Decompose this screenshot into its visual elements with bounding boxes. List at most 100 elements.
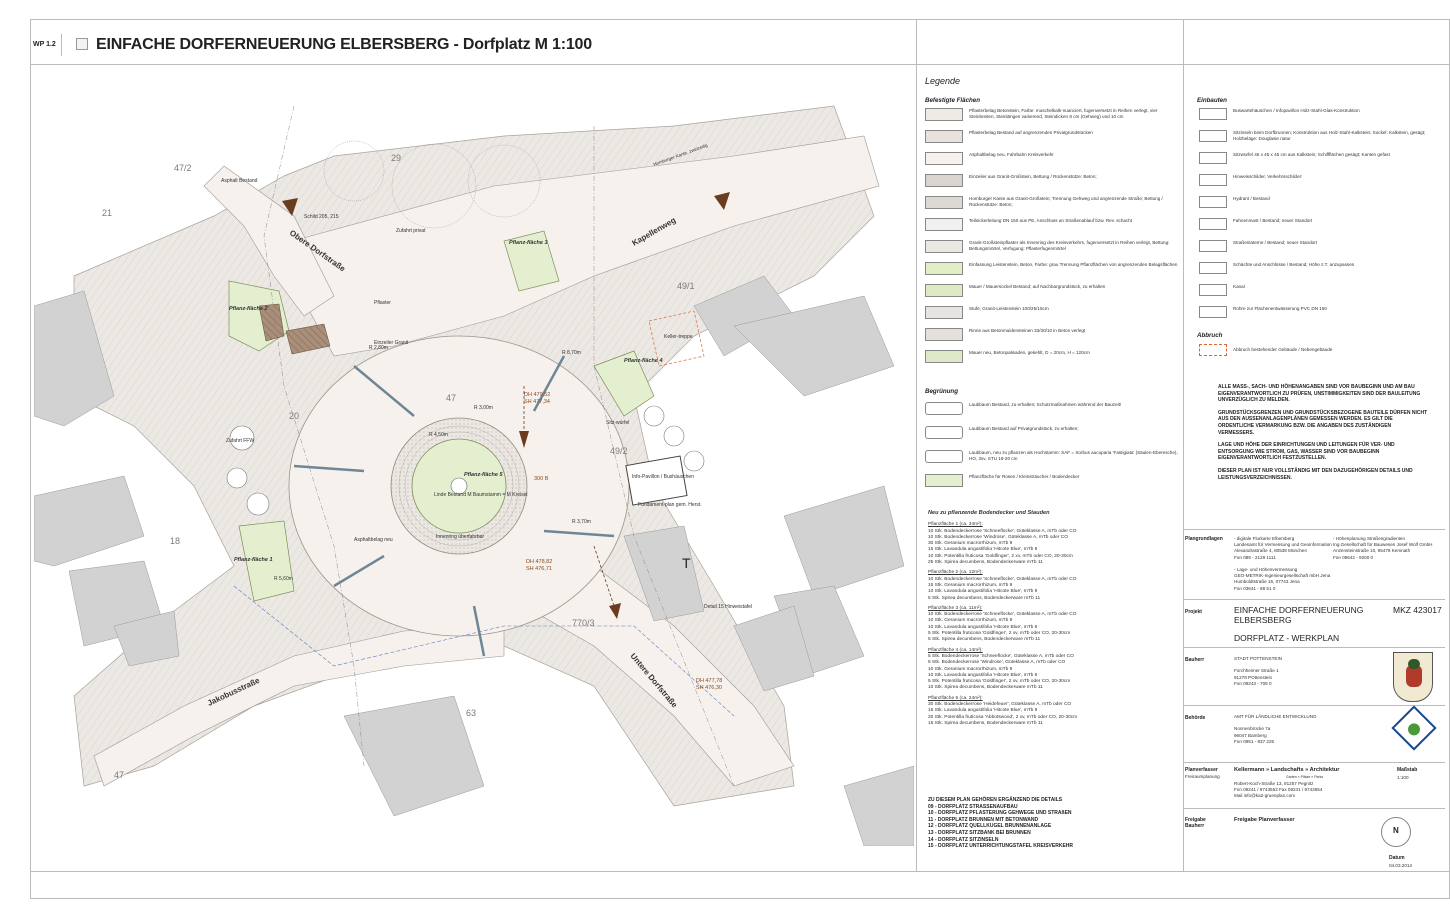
planting-item: 30 Stk. Geranium macrorrhizum, mTb 9 [928, 541, 1013, 547]
tb-line: Ing.Gesellschaft für Bauwesen Josef Wolf… [1333, 542, 1433, 548]
plan-note: Keller-treppe [664, 334, 693, 340]
legend-swatch [1199, 108, 1227, 120]
planting-item: 5 Stk. Spirea decumbens, Bodendeckerware… [928, 637, 1041, 643]
tb-line: Anzensteinstraße 10, 95478 Kemnath [1333, 548, 1411, 554]
planting-item: 5 Stk. Potentilla fruticosa 'Goldfinger'… [928, 679, 1071, 685]
plan-note: Linde Bestand M Baumstamm = M Kreisel [434, 492, 528, 498]
legend-swatch [925, 130, 963, 143]
plan-note: R 2,80m [369, 345, 388, 351]
title-checkbox[interactable] [76, 38, 88, 50]
parcel-label: 47 [114, 770, 124, 780]
note: DIESER PLAN IST NUR VOLLSTÄNDIG MIT DEN … [1218, 467, 1413, 481]
tb-line: Fon 03641 - 88 51 0 [1234, 585, 1276, 591]
detail-line: 10 - DORFPLATZ PFLASTERUNG GEHWEGE UND S… [928, 810, 1072, 817]
planting-item: 5 Stk. Spirea decumbens, Bodendeckerware… [928, 595, 1041, 601]
tb-projekt: Projekt EINFACHE DORFERNEUERUNG ELBERSBE… [1183, 599, 1445, 647]
legend-swatch [925, 240, 963, 253]
tb-label: Plangrundlagen [1185, 536, 1223, 542]
planting-item: 10 Stk. Bodendeckerrose 'Schneeflocke', … [928, 576, 1077, 582]
height-label: DH 477,78 [696, 678, 722, 684]
parcel-label: 49/2 [610, 446, 628, 456]
legend-swatch [1199, 218, 1227, 230]
city-crest [1393, 652, 1433, 702]
planting-item: 15 Stk. Geranium macrorrhizum, mTb 9 [928, 582, 1013, 588]
planting-item: 10 Stk. Geranium macrorrhizum, mTb 9 [928, 666, 1013, 672]
tb-line: 96047 Bamberg [1234, 732, 1267, 738]
height-label: 300 B [534, 476, 549, 482]
detail-line: ZU DIESEM PLAN GEHÖREN ERGÄNZEND DIE DET… [928, 797, 1063, 803]
bed-label: Pflanz-fläche 5 [464, 472, 503, 478]
tb-label: Projekt [1185, 609, 1202, 615]
tb-line: AMT FÜR LÄNDLICHE ENTWICKLUNG [1234, 714, 1317, 719]
datum-value: 04.03.2014 [1389, 863, 1412, 868]
legend-swatch [1199, 196, 1227, 208]
legend-swatch [925, 474, 963, 487]
legend-swatch [925, 174, 963, 187]
planting-item: 10 Stk. Lavandula angustifolia 'Hitcote … [928, 589, 1038, 595]
tb-line: Alexandrastraße 4, 80538 München [1234, 548, 1308, 554]
datum-label: Datum [1389, 855, 1405, 861]
legend-text: Laubbaum, neu zu pflanzen als Hochstamm:… [969, 450, 1178, 461]
note: LAGE UND HÖHE DER EINRICHTUNGEN UND LEIT… [1218, 442, 1395, 462]
linden-tree [450, 477, 468, 495]
tb-line: Fon 09243 - 708 0 [1234, 680, 1272, 686]
notes-block: ALLE MASS-, SACH- UND HÖHENANGABEN SIND … [1218, 384, 1428, 487]
plan-note: Sitz-würfel [606, 420, 629, 426]
height-label: SH 476,30 [696, 685, 722, 691]
planting-item: 10 Stk. Bodendeckerrose 'Schneeflocke', … [928, 528, 1077, 534]
tb-line: Nonnenbrücke 7a [1234, 726, 1271, 732]
planting-item: 10 Stk. Lavandula angustifolia 'Hitcote … [928, 672, 1038, 678]
road-jakobusstrasse [93, 625, 505, 787]
parcel-label: 29 [391, 153, 401, 163]
planting-group-title: Pflanzfläche 5 (ca. 24m²): [928, 695, 983, 701]
planting-item: 10 Stk. Bodendeckerrose 'Windrose', Güte… [928, 534, 1068, 540]
details-block: ZU DIESEM PLAN GEHÖREN ERGÄNZEND DIE DET… [928, 797, 1188, 850]
tb-line: - digitale Flurkarte Elbersberg [1234, 536, 1295, 541]
bed-label: Pflanz-fläche 2 [229, 306, 268, 312]
planting-group-title: Pflanzfläche 3 (ca. 11m²): [928, 605, 983, 611]
legend-einbauten-title: Einbauten [1197, 97, 1227, 104]
legend-text: Einzeiler aus Granit-Großstein, Bettung … [969, 174, 1097, 179]
legend-text: Mauer / Mauersockel Bestand; auf Nachbar… [969, 284, 1106, 289]
sheet-code: WP 1.2 [33, 41, 56, 48]
tb-label: Planverfasser [1185, 767, 1218, 773]
legend-title: Legende [925, 76, 961, 86]
parcel-label: 770/3 [572, 618, 595, 628]
tb-line: Fon 09241 / 9743553 Fax 09241 / 9743554 [1234, 787, 1323, 793]
height-label: SH 477,34 [524, 399, 550, 405]
legend-text: Sitzinseln beim Dorfbrunnen; Konstruktio… [1233, 130, 1426, 141]
planting-item: 10 Stk. Geranium macrorrhizum, mTb 9 [928, 618, 1013, 624]
tb-line: GEO-METRIK-Ingenieurgesellschaft mbH Jen… [1234, 573, 1331, 579]
tb-label: Behörde [1185, 715, 1206, 721]
tb-behoerde: Behörde AMT FÜR LÄNDLICHE ENTWICKLUNG No… [1183, 705, 1445, 762]
legend-text: Fahnenmast / Bestand; neuer Standort [1233, 218, 1313, 223]
legend-text: Buswartehäuschen / Infopavillon Holz-Sta… [1233, 108, 1360, 113]
sign-T: T [682, 555, 691, 571]
planting-item: 15 Stk. Lavandula angustifolia 'Hitcote … [928, 708, 1038, 714]
planting-block: Neu zu pflanzende Bodendecker und Staude… [928, 510, 1198, 727]
plan-note: Schild 205, 215 [304, 214, 339, 220]
detail-line: 13 - DORFPLATZ SITZBANK BEI BRUNNEN [928, 829, 1031, 836]
tb-label: Freigabe Bauherr [1185, 817, 1206, 829]
massstab-label: Maßstab [1397, 767, 1418, 773]
ale-logo [1391, 705, 1437, 751]
legend-text: Homburger Kante aus Granit-Großstein; Tr… [969, 196, 1163, 207]
planting-item: 5 Stk. Bodendeckerrose 'Windrose', Gütek… [928, 660, 1066, 666]
detail-line: 11 - DORFPLATZ BRUNNEN MIT BETONWAND [928, 816, 1039, 823]
legend-text: Stufe, Granit-Leistenstein 100/25/15cm [969, 306, 1049, 311]
abbruch-swatch [1199, 344, 1227, 356]
legend-swatch [925, 284, 963, 297]
legend-text: Kanal [1233, 284, 1245, 289]
height-label: SH 476,71 [526, 566, 552, 572]
planting-group-title: Pflanzfläche 1 (ca. 34m²): [928, 522, 983, 528]
bed-label: Pflanz-fläche 4 [624, 358, 663, 364]
legend-swatch [925, 350, 963, 363]
detail-line: 15 - DORFPLATZ UNTERRICHTUNGSTAFEL KREIS… [928, 843, 1074, 850]
tb-behoerde-text: AMT FÜR LÄNDLICHE ENTWICKLUNG Nonnenbrüc… [1234, 714, 1374, 745]
tb-planverfasser: Planverfasser Freiraumplanung Kellermann… [1183, 762, 1445, 808]
legend-swatch [925, 218, 963, 231]
legend-text: Asphaltbelag neu, Fahrbahn Kreisverkehr [969, 152, 1054, 157]
legend-text: Teilsickerleitung DN 150 aus PE, Anschlu… [969, 218, 1133, 223]
legend-swatch [925, 426, 963, 439]
